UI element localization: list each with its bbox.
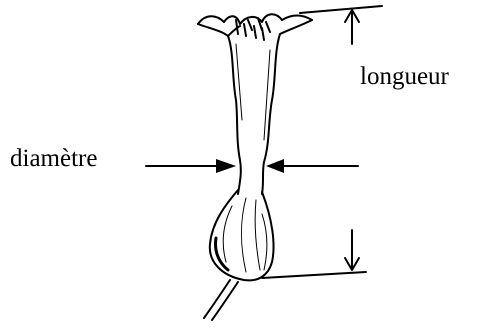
bottom-reference-line xyxy=(262,272,366,278)
length-label: longueur xyxy=(360,64,449,89)
top-reference-line xyxy=(300,6,382,13)
ovary xyxy=(210,190,274,280)
flower-top xyxy=(198,14,312,40)
diameter-arrow-left xyxy=(146,159,236,173)
pedicel xyxy=(204,280,238,320)
diameter-arrow-right xyxy=(266,159,358,173)
stem xyxy=(228,34,280,194)
length-arrow-top xyxy=(345,10,359,44)
diameter-label: diamètre xyxy=(10,146,97,171)
length-arrow-bottom xyxy=(345,230,359,270)
